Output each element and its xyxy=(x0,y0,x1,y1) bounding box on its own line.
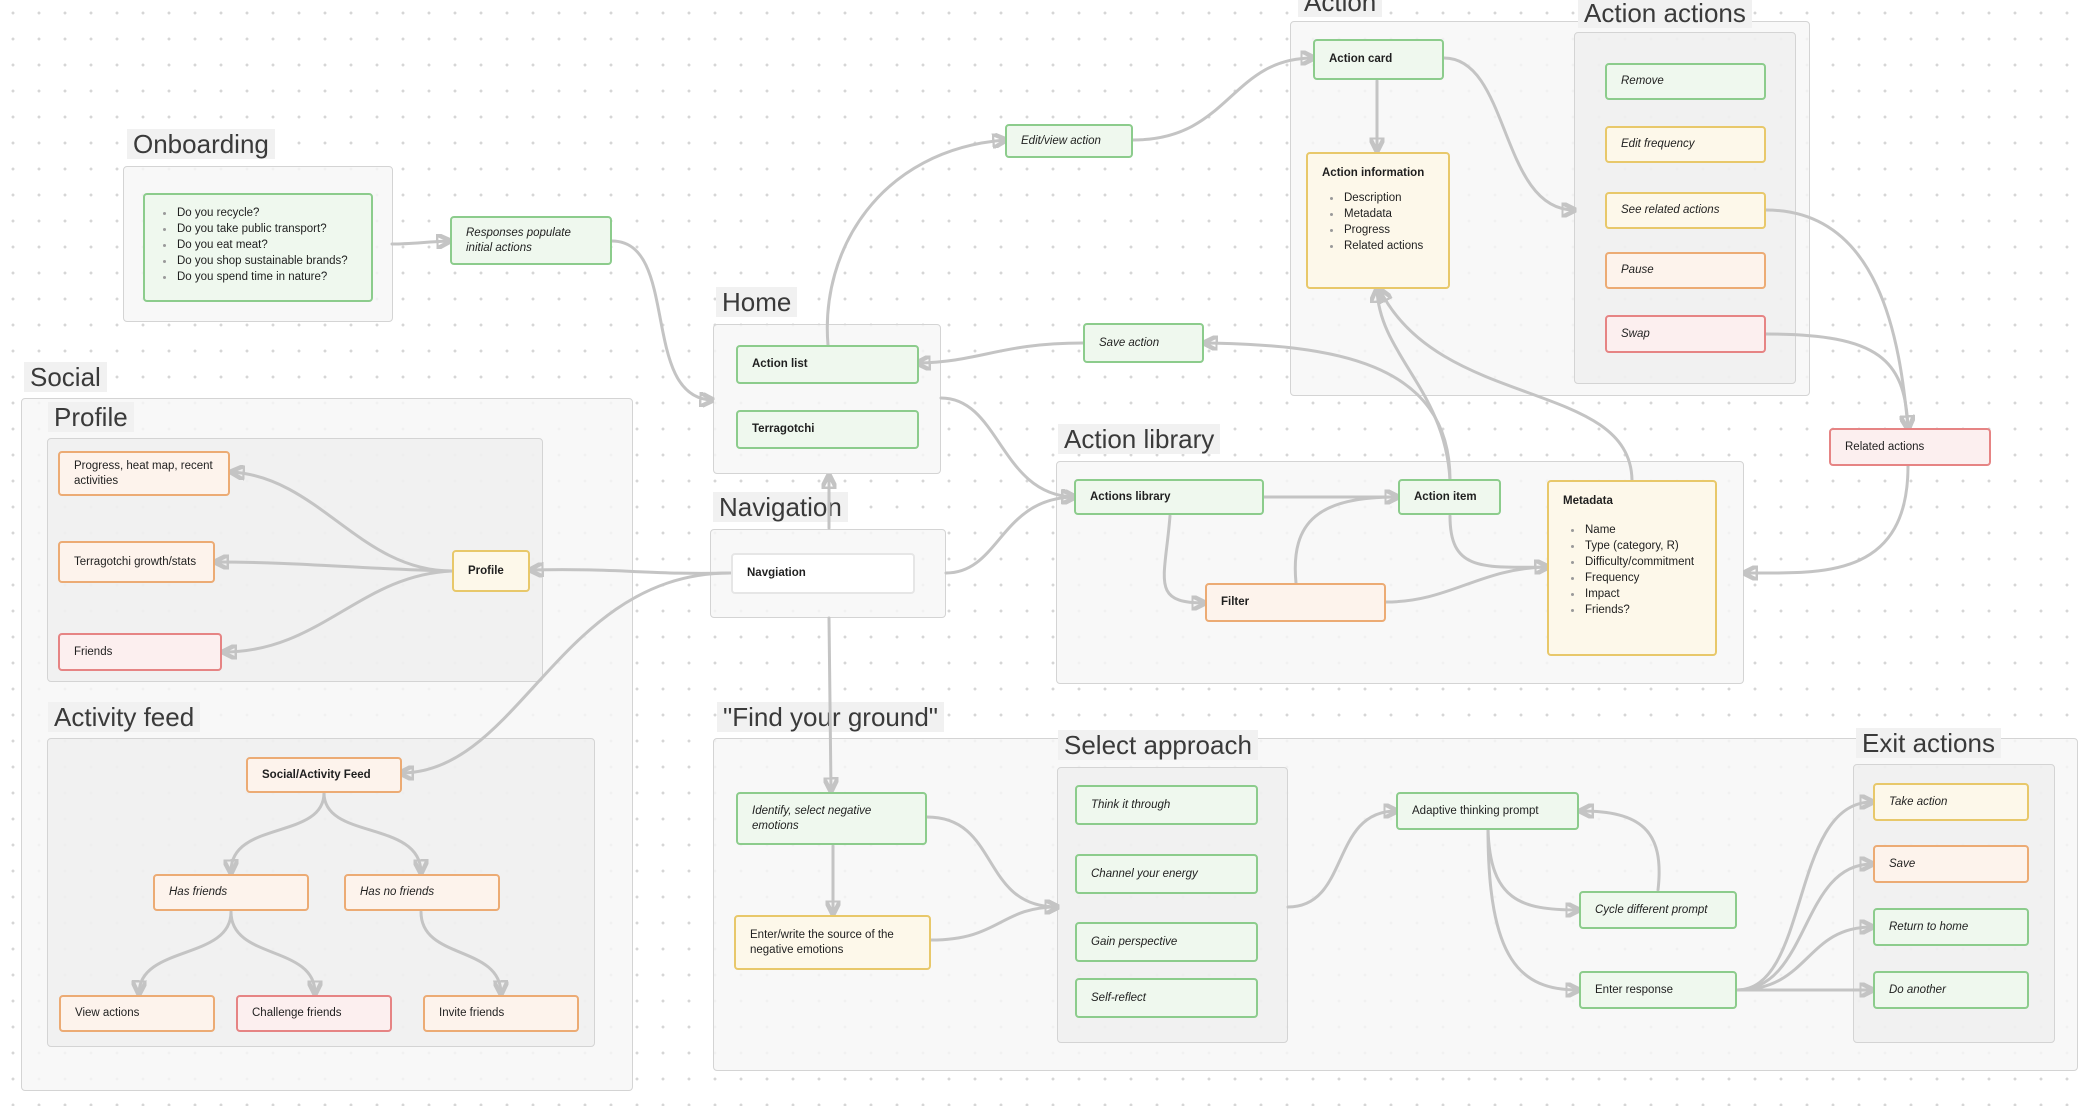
info-item: Description xyxy=(1342,191,1434,206)
responses-node[interactable]: Responses populate initial actions xyxy=(450,216,612,265)
metadata-card[interactable]: Metadata Name Type (category, R) Difficu… xyxy=(1547,480,1717,656)
section-title-action-library: Action library xyxy=(1058,424,1221,454)
section-title-select-approach: Select approach xyxy=(1058,730,1258,760)
section-title-onboarding: Onboarding xyxy=(127,129,275,159)
navigation-node[interactable]: Navgiation xyxy=(731,553,915,594)
metadata-item: Frequency xyxy=(1583,571,1701,586)
edit-frequency-node[interactable]: Edit frequency xyxy=(1605,126,1766,163)
action-item-node[interactable]: Action item xyxy=(1398,479,1501,515)
metadata-item: Friends? xyxy=(1583,603,1701,618)
section-title-find-your-ground: "Find your ground" xyxy=(717,702,945,732)
metadata-item: Type (category, R) xyxy=(1583,539,1701,554)
save-action-node[interactable]: Save action xyxy=(1083,323,1204,363)
section-title-action: Action xyxy=(1298,0,1383,17)
remove-node[interactable]: Remove xyxy=(1605,63,1766,100)
think-it-through-node[interactable]: Think it through xyxy=(1075,785,1258,825)
edge-related-metadata xyxy=(1745,464,1910,573)
has-friends-node[interactable]: Has friends xyxy=(153,874,309,911)
section-title-profile: Profile xyxy=(48,402,134,432)
identify-emotions-node[interactable]: Identify, select negative emotions xyxy=(736,792,927,845)
see-related-actions-node[interactable]: See related actions xyxy=(1605,192,1766,229)
channel-energy-node[interactable]: Channel your energy xyxy=(1075,854,1258,894)
enter-response-node[interactable]: Enter response xyxy=(1579,971,1737,1009)
terragotchi-growth-node[interactable]: Terragotchi growth/stats xyxy=(58,541,215,583)
swap-node[interactable]: Swap xyxy=(1605,315,1766,353)
related-actions-node[interactable]: Related actions xyxy=(1829,428,1991,466)
actions-library-node[interactable]: Actions library xyxy=(1074,479,1264,515)
do-another-node[interactable]: Do another xyxy=(1873,971,2029,1009)
adaptive-prompt-node[interactable]: Adaptive thinking prompt xyxy=(1396,792,1579,830)
section-title-action-actions: Action actions xyxy=(1578,0,1752,28)
edge-onboarding-responses xyxy=(390,241,449,244)
info-item: Progress xyxy=(1342,223,1434,238)
edge-actionlist-editview xyxy=(825,140,1005,347)
section-title-home: Home xyxy=(716,287,798,317)
question-item: Do you take public transport? xyxy=(175,222,357,237)
challenge-friends-node[interactable]: Challenge friends xyxy=(236,995,392,1032)
enter-source-node[interactable]: Enter/write the source of the negative e… xyxy=(734,915,931,970)
metadata-item: Name xyxy=(1583,523,1701,538)
self-reflect-node[interactable]: Self-reflect xyxy=(1075,978,1258,1018)
edge-nav-actionslibrary xyxy=(944,497,1074,575)
take-action-node[interactable]: Take action xyxy=(1873,783,2029,821)
cycle-prompt-node[interactable]: Cycle different prompt xyxy=(1579,891,1737,929)
has-no-friends-node[interactable]: Has no friends xyxy=(344,874,500,911)
profile-node[interactable]: Profile xyxy=(452,550,530,592)
terragotchi-node[interactable]: Terragotchi xyxy=(736,410,919,449)
save-node[interactable]: Save xyxy=(1873,845,2029,883)
section-title-navigation: Navigation xyxy=(713,492,848,522)
onboarding-questions-card[interactable]: Do you recycle? Do you take public trans… xyxy=(143,193,373,302)
section-title-activity-feed: Activity feed xyxy=(48,702,201,732)
metadata-item: Difficulty/commitment xyxy=(1583,555,1701,570)
edge-responses-home xyxy=(610,239,712,400)
view-actions-node[interactable]: View actions xyxy=(59,995,215,1032)
action-information-title: Action information xyxy=(1322,167,1425,179)
question-item: Do you eat meat? xyxy=(175,238,357,253)
question-item: Do you shop sustainable brands? xyxy=(175,254,357,269)
edge-saveaction-actionlist xyxy=(918,341,1085,363)
section-title-social: Social xyxy=(24,362,107,392)
question-item: Do you spend time in nature? xyxy=(175,270,357,285)
edge-editview-actioncard xyxy=(1131,58,1313,142)
metadata-title: Metadata xyxy=(1563,495,1613,507)
action-information-card[interactable]: Action information Description Metadata … xyxy=(1306,152,1450,289)
progress-heatmap-node[interactable]: Progress, heat map, recent activities xyxy=(58,451,230,496)
edge-home-actionslibrary xyxy=(939,396,1074,497)
info-item: Related actions xyxy=(1342,239,1434,254)
social-feed-node[interactable]: Social/Activity Feed xyxy=(246,757,402,793)
metadata-item: Impact xyxy=(1583,587,1701,602)
question-item: Do you recycle? xyxy=(175,206,357,221)
filter-node[interactable]: Filter xyxy=(1205,583,1386,622)
action-list-node[interactable]: Action list xyxy=(736,345,919,384)
pause-node[interactable]: Pause xyxy=(1605,252,1766,289)
invite-friends-node[interactable]: Invite friends xyxy=(423,995,579,1032)
info-item: Metadata xyxy=(1342,207,1434,222)
friends-node[interactable]: Friends xyxy=(58,633,222,671)
edit-view-action-node[interactable]: Edit/view action xyxy=(1005,124,1133,158)
gain-perspective-node[interactable]: Gain perspective xyxy=(1075,922,1258,962)
section-title-exit-actions: Exit actions xyxy=(1856,728,2001,758)
return-home-node[interactable]: Return to home xyxy=(1873,908,2029,946)
action-card-node[interactable]: Action card xyxy=(1313,39,1444,80)
